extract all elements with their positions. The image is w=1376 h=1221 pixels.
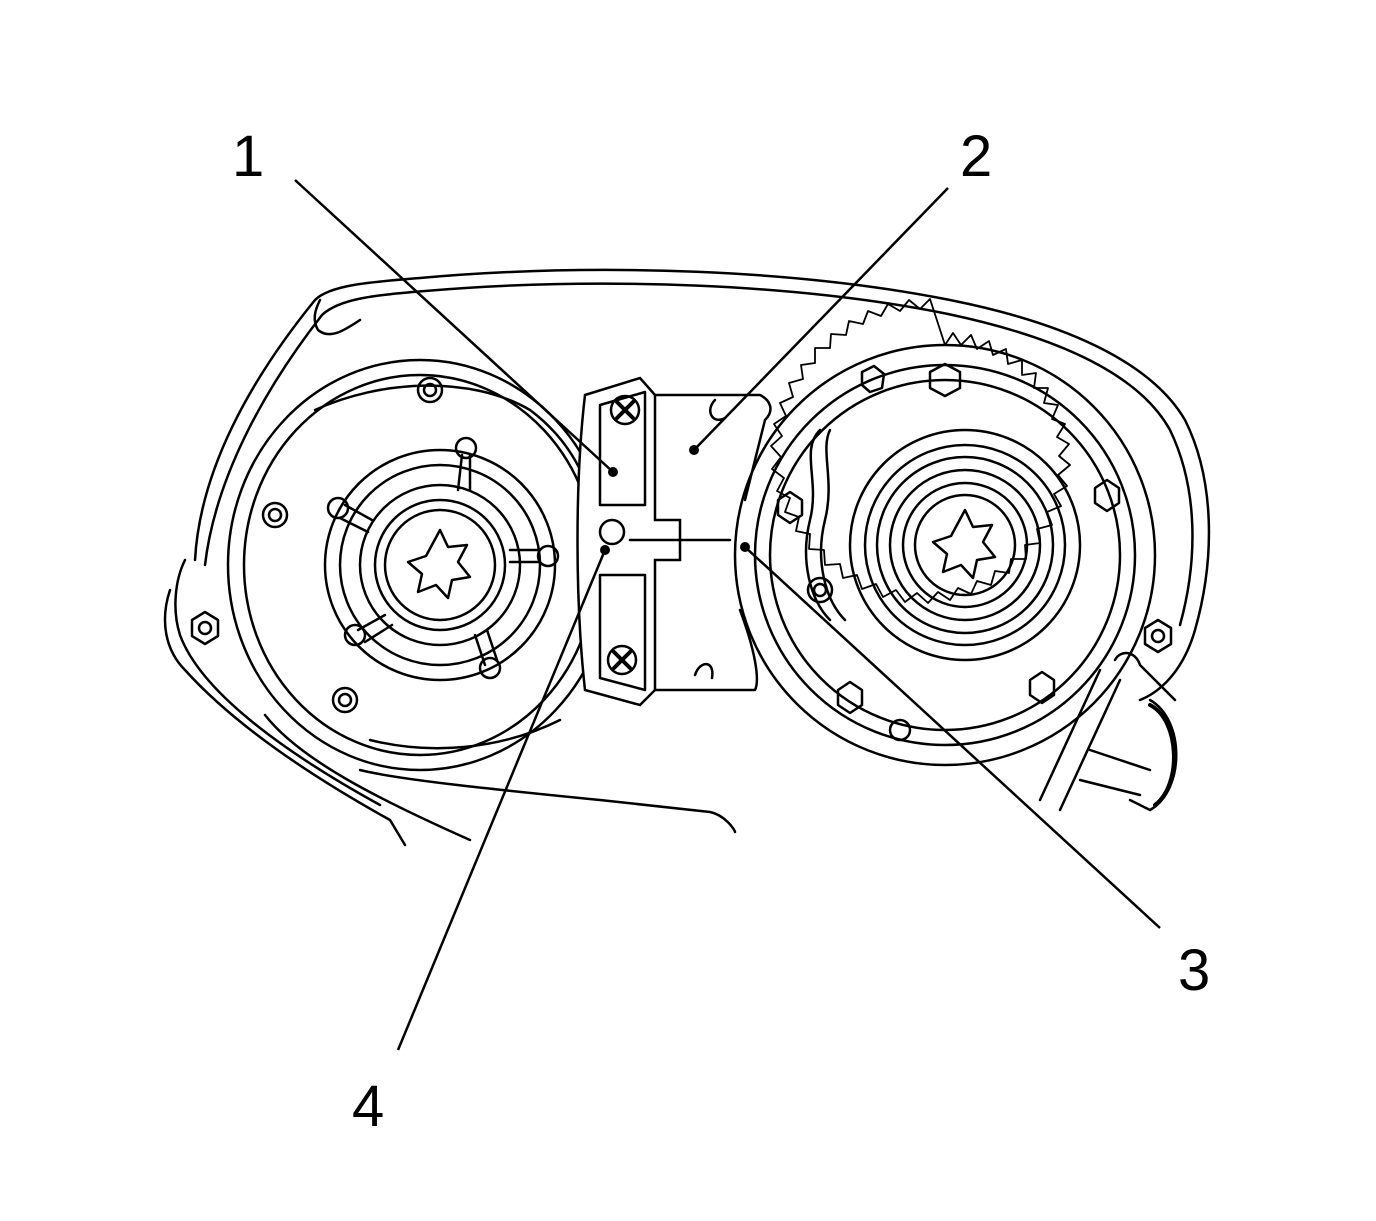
callout-1: 1 [232, 124, 264, 189]
right-camshaft-sprocket [733, 298, 1157, 767]
leader-line-1 [294, 179, 614, 473]
leader-line-4 [396, 549, 607, 1051]
callout-3: 3 [1178, 938, 1210, 1003]
right-side-hardware [1038, 618, 1178, 812]
callout-4: 4 [352, 1074, 384, 1139]
leader-lines [294, 179, 1161, 1051]
cylinder-head-outline [163, 268, 1211, 847]
leader-line-3 [744, 546, 1161, 929]
left-camshaft-sprocket [190, 358, 614, 772]
callout-2: 2 [960, 124, 992, 189]
callout-labels: 1 2 3 4 [232, 124, 1210, 1139]
leader-line-2 [693, 187, 949, 451]
camshaft-locking-tool [576, 376, 772, 707]
